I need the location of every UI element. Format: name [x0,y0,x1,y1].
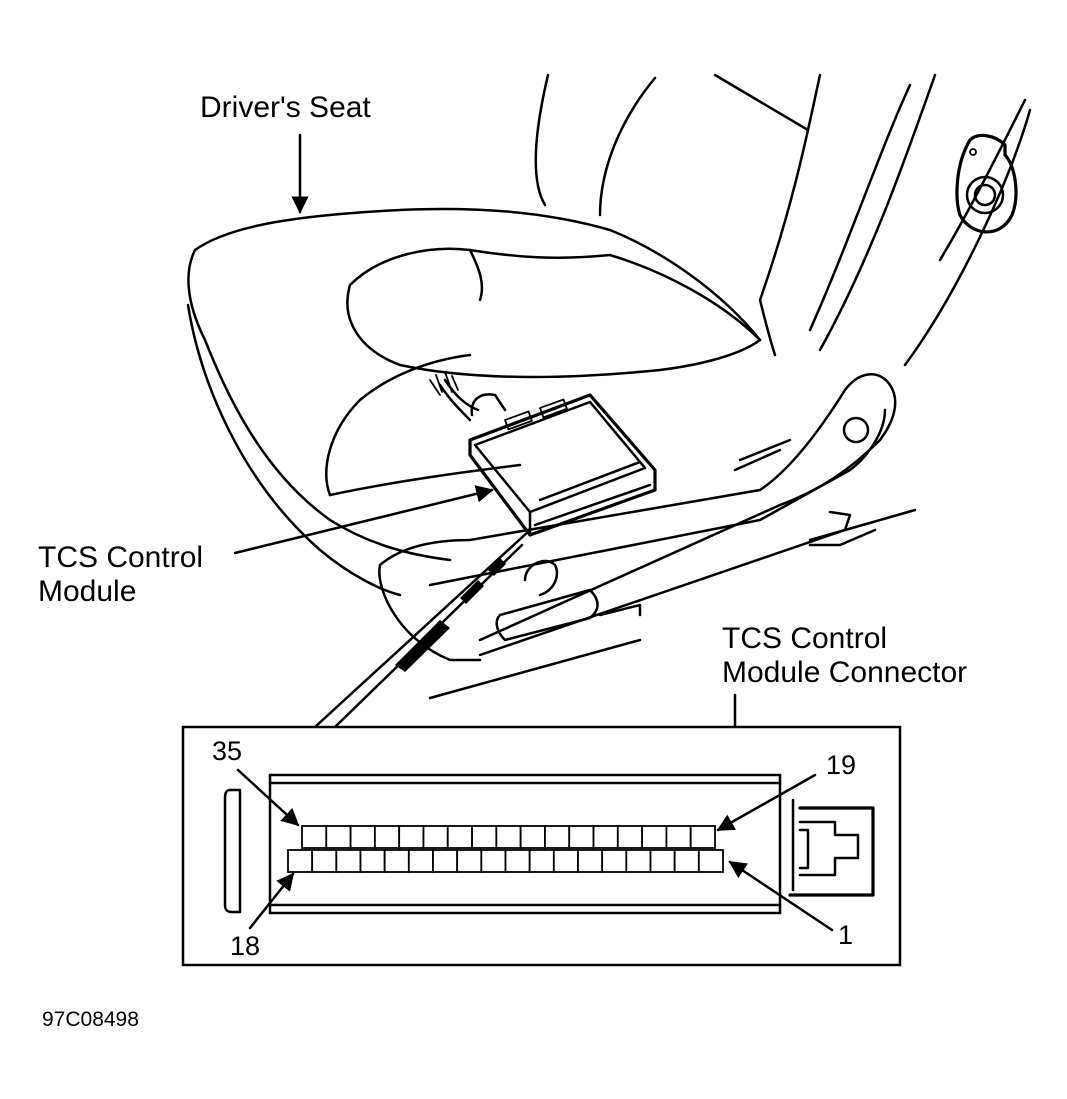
tcs-module-arrow [233,485,494,555]
connector-pin-bottom [601,849,628,873]
tcs-module-box [435,374,657,537]
tcs-module-label-line1: TCS Control [38,541,203,574]
tcs-module-label-line2: Module [38,575,136,608]
connector-pin-bottom [311,849,338,873]
connector-pin-bottom [335,849,362,873]
connector-pin-bottom [649,849,676,873]
drivers-seat-label: Driver's Seat [200,91,371,124]
connector-pin-top [422,825,449,849]
connector-pin-top [495,825,522,849]
connector-pin-bottom [528,849,555,873]
pin-label-18: 18 [230,931,260,961]
connector-pin-bottom [625,849,652,873]
connector-pin-bottom [480,849,507,873]
connector-top-row [301,825,716,849]
pin-18-arrow [248,872,295,930]
connector-pin-top [349,825,376,849]
connector-pin-top [544,825,571,849]
connector-pin-top [373,825,401,849]
connector-pin-top [689,825,716,849]
figure-id: 97C08498 [42,1008,139,1031]
connector-pin-bottom [456,849,483,873]
connector-bottom-row [287,849,724,873]
connector-pin-bottom [359,849,386,873]
pin-35-arrow [236,768,300,827]
connector-pin-top [616,825,644,849]
connector-pin-top [301,825,328,849]
connector-pin-top [325,825,352,849]
connector-pin-bottom [552,849,579,873]
connector-pin-top [592,825,619,849]
connector-label-line1: TCS Control [722,622,887,655]
connector-pin-top [446,825,473,849]
connector-pin-top [665,825,692,849]
connector-pin-bottom [697,849,724,873]
wire-harness [313,528,532,729]
recline-knob [955,133,1018,234]
connector-pin-top [398,825,425,849]
connector-pin-bottom [287,849,314,873]
connector-pin-bottom [577,849,604,873]
pin-label-35: 35 [212,736,242,766]
connector-pin-bottom [504,849,531,873]
pin-19-arrow [716,773,817,832]
connector-pin-top [568,825,595,849]
connector-pin-bottom [383,849,410,873]
connector-pin-bottom [432,849,459,873]
connector-inset [181,725,902,967]
connector-pin-top [641,825,668,849]
seat-track [378,373,917,700]
connector-pin-top [519,825,546,849]
seat-illustration [186,73,1032,729]
connector-pin-bottom [407,849,434,873]
connector-pin-top [471,825,498,849]
pin-label-1: 1 [838,920,853,950]
connector-pin-bottom [673,849,700,873]
connector-label-line2: Module Connector [722,656,967,689]
pin-label-19: 19 [826,750,856,780]
pin-1-arrow [728,860,834,932]
